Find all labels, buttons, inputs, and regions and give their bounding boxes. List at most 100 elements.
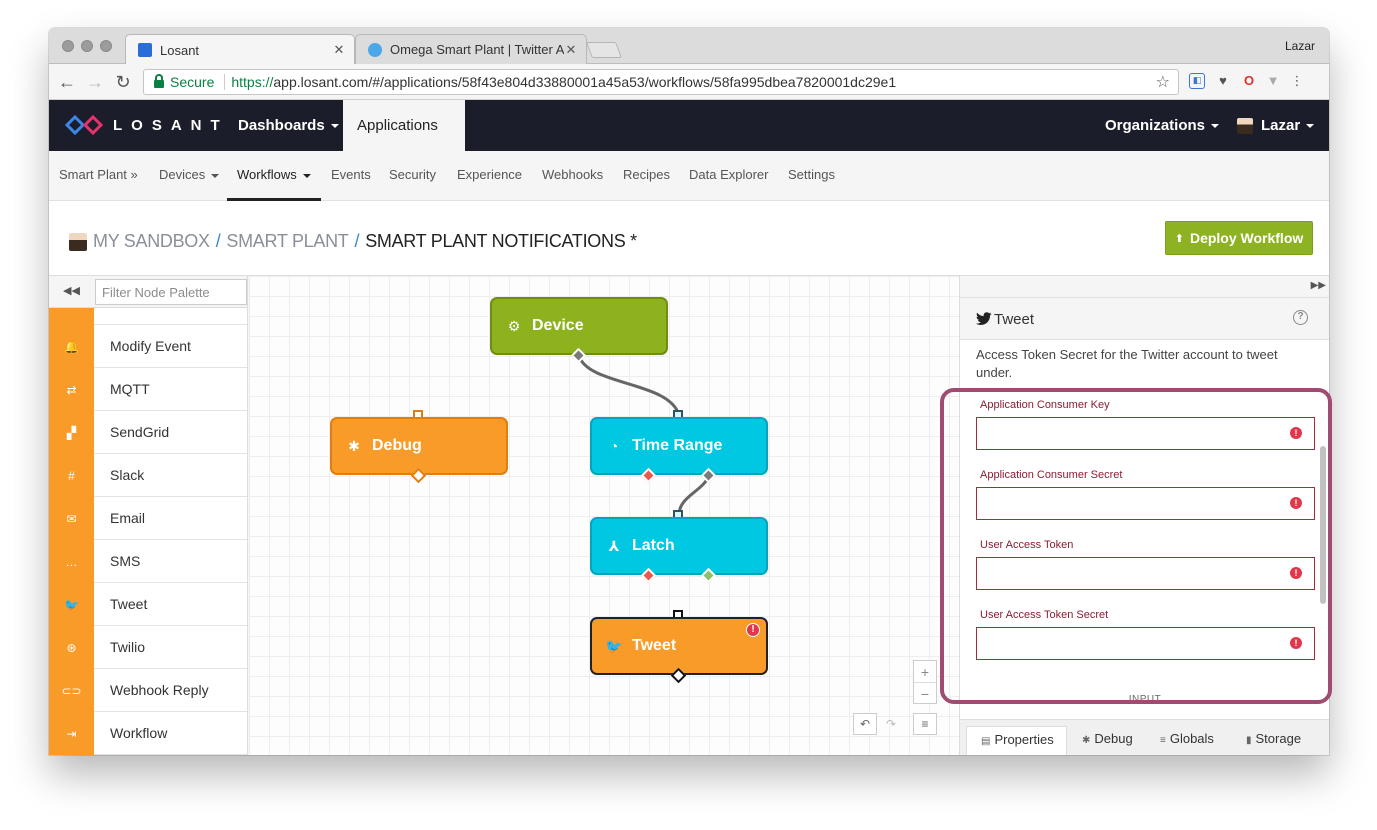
field-error-icon: ! bbox=[1290, 567, 1302, 579]
window-close-button[interactable] bbox=[62, 40, 74, 52]
subnav-data-explorer[interactable]: Data Explorer bbox=[689, 167, 769, 182]
window-minimize-button[interactable] bbox=[81, 40, 93, 52]
extension-pocket-icon[interactable]: ♥ bbox=[1219, 73, 1227, 88]
zoom-in-button[interactable]: + bbox=[914, 661, 936, 683]
twilio-icon: ⊛ bbox=[49, 626, 94, 669]
lock-icon bbox=[154, 74, 164, 88]
reload-icon[interactable]: ↻ bbox=[115, 72, 131, 92]
consumer-secret-field[interactable]: ! bbox=[976, 487, 1315, 520]
breadcrumb-separator: / bbox=[354, 231, 360, 251]
palette-item-mqtt[interactable]: ⇄ MQTT bbox=[49, 368, 247, 411]
subnav-workflows-label: Workflows bbox=[237, 167, 297, 182]
subnav-security[interactable]: Security bbox=[389, 167, 436, 182]
browser-menu-icon[interactable]: ⋮ bbox=[1290, 73, 1304, 88]
access-token-secret-field[interactable]: ! bbox=[976, 627, 1315, 660]
nav-dashboards[interactable]: Dashboards bbox=[224, 100, 353, 151]
browser-tab-twitter[interactable]: Omega Smart Plant | Twitter A ✕ bbox=[355, 34, 587, 64]
palette-item-label: SMS bbox=[110, 553, 141, 569]
subnav-settings[interactable]: Settings bbox=[788, 167, 835, 182]
palette-item-sms[interactable]: … SMS bbox=[49, 540, 247, 583]
consumer-secret-label: Application Consumer Secret bbox=[980, 469, 1123, 481]
redo-button[interactable]: ↷ bbox=[885, 717, 897, 731]
palette-item-tweet[interactable]: 🐦 Tweet bbox=[49, 583, 247, 626]
extension-vue-icon[interactable]: ▼ bbox=[1266, 73, 1280, 88]
panel-scrollbar[interactable] bbox=[1320, 446, 1326, 604]
tab-storage[interactable]: ▮Storage bbox=[1232, 726, 1313, 755]
palette-item-sendgrid[interactable]: ▞ SendGrid bbox=[49, 411, 247, 454]
node-latch[interactable]: ⅄ Latch bbox=[590, 517, 768, 575]
tab-globals[interactable]: ≡Globals bbox=[1146, 726, 1226, 755]
node-debug[interactable]: ✱ Debug bbox=[330, 417, 508, 475]
palette-item-label: Tweet bbox=[110, 596, 148, 612]
subnav-workflows[interactable]: Workflows bbox=[227, 151, 321, 201]
breadcrumb-app[interactable]: SMART PLANT bbox=[226, 231, 349, 251]
node-label: Time Range bbox=[632, 437, 723, 454]
bookmark-star-icon[interactable]: ☆ bbox=[1155, 74, 1170, 91]
deploy-workflow-button[interactable]: ⬆ Deploy Workflow bbox=[1165, 221, 1313, 255]
palette-item-email[interactable]: ✉ Email bbox=[49, 497, 247, 540]
palette-item-label: MQTT bbox=[110, 381, 150, 397]
input-section-header: INPUT bbox=[1128, 694, 1162, 705]
palette-item-modify-event[interactable]: 🔔 Modify Event bbox=[49, 325, 247, 368]
close-tab-icon[interactable]: ✕ bbox=[565, 41, 577, 57]
upload-icon: ⬆ bbox=[1174, 232, 1184, 245]
browser-tab-losant[interactable]: Losant ✕ bbox=[125, 34, 355, 65]
workflow-canvas[interactable]: ⚙ Device ✱ Debug ◔ Time Range ⅄ Latch bbox=[249, 276, 959, 755]
access-token-secret-label: User Access Token Secret bbox=[980, 609, 1109, 621]
subnav-recipes[interactable]: Recipes bbox=[623, 167, 670, 182]
caret-down-icon bbox=[211, 173, 220, 178]
subnav-events[interactable]: Events bbox=[331, 167, 371, 182]
zoom-out-button[interactable]: − bbox=[920, 686, 930, 702]
subnav-webhooks[interactable]: Webhooks bbox=[542, 167, 604, 182]
node-time-range[interactable]: ◔ Time Range bbox=[590, 417, 768, 475]
filter-node-palette-input[interactable] bbox=[95, 279, 247, 305]
tab-title: Omega Smart Plant | Twitter A bbox=[390, 42, 564, 57]
node-device[interactable]: ⚙ Device bbox=[490, 297, 668, 355]
undo-button[interactable]: ↶ bbox=[853, 713, 877, 735]
access-token-field[interactable]: ! bbox=[976, 557, 1315, 590]
node-tweet[interactable]: 🐦 Tweet ! bbox=[590, 617, 768, 675]
address-bar: ← → ↻ Secure https:// app.losant.com/#/a… bbox=[49, 64, 1329, 100]
field-error-icon: ! bbox=[1290, 637, 1302, 649]
canvas-menu-button[interactable]: ≡ bbox=[913, 713, 937, 735]
wire-time-range-to-latch[interactable] bbox=[677, 474, 711, 516]
wire-device-to-time-range[interactable] bbox=[577, 355, 681, 416]
breadcrumb-bar: MY SANDBOX / SMART PLANT / SMART PLANT N… bbox=[49, 201, 1329, 276]
tab-debug[interactable]: ✱Debug bbox=[1068, 726, 1145, 755]
back-icon[interactable]: ← bbox=[58, 72, 76, 92]
url-field[interactable]: Secure https:// app.losant.com/#/applica… bbox=[143, 69, 1179, 95]
consumer-key-field[interactable]: ! bbox=[976, 417, 1315, 450]
node-label: Latch bbox=[632, 537, 675, 554]
access-token-label: User Access Token bbox=[980, 539, 1074, 551]
panel-title: Tweet bbox=[994, 311, 1035, 328]
nav-dashboards-label: Dashboards bbox=[238, 117, 325, 134]
browser-profile-name[interactable]: Lazar bbox=[1284, 39, 1315, 53]
nav-applications-label: Applications bbox=[357, 117, 438, 134]
palette-item-webhook-reply[interactable]: ⊂⊃ Webhook Reply bbox=[49, 669, 247, 712]
link-icon: ⊂⊃ bbox=[49, 669, 94, 712]
palette-item-twilio[interactable]: ⊛ Twilio bbox=[49, 626, 247, 669]
palette-item-icon bbox=[49, 308, 94, 325]
subnav-experience[interactable]: Experience bbox=[457, 167, 523, 182]
new-tab-button[interactable] bbox=[586, 42, 622, 58]
palette-item-workflow[interactable]: ⇥ Workflow bbox=[49, 712, 247, 755]
nav-applications[interactable]: Applications bbox=[343, 100, 465, 180]
close-tab-icon[interactable]: ✕ bbox=[333, 42, 345, 57]
window-zoom-button[interactable] bbox=[100, 40, 112, 52]
collapse-panel-icon[interactable]: ▶▶ bbox=[1310, 280, 1326, 291]
nav-organizations[interactable]: Organizations bbox=[1091, 100, 1233, 151]
palette-item-partial[interactable] bbox=[49, 308, 247, 325]
subnav-smart-plant[interactable]: Smart Plant » bbox=[59, 167, 138, 182]
tab-properties[interactable]: ▤Properties bbox=[966, 726, 1067, 755]
extension-translate-icon[interactable]: ◧ bbox=[1189, 73, 1205, 89]
forward-icon[interactable]: → bbox=[86, 72, 104, 92]
nav-user-menu[interactable]: Lazar bbox=[1223, 100, 1328, 151]
breadcrumb-sandbox[interactable]: MY SANDBOX bbox=[93, 231, 210, 251]
secure-label: Secure bbox=[170, 74, 215, 90]
collapse-palette-icon[interactable]: ◀◀ bbox=[63, 285, 80, 297]
palette-item-slack[interactable]: # Slack bbox=[49, 454, 247, 497]
losant-logo[interactable]: LOSANT bbox=[65, 115, 229, 135]
extension-opera-icon[interactable]: O bbox=[1243, 73, 1255, 88]
help-icon[interactable]: ? bbox=[1293, 310, 1308, 325]
subnav-devices[interactable]: Devices bbox=[159, 151, 220, 201]
